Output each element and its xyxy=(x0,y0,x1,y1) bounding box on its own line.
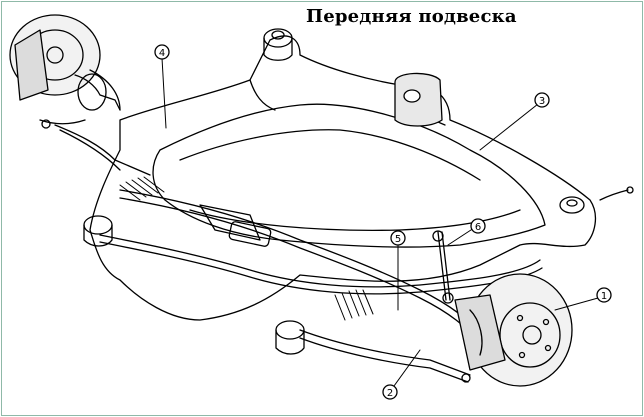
right-rear-bushing xyxy=(559,186,634,214)
callout-2-label: 2 xyxy=(387,388,393,399)
callout-6-label: 6 xyxy=(475,222,481,233)
figure-title: Передняя подвеска xyxy=(306,6,517,27)
rear-mount-bushing xyxy=(263,28,293,61)
left-front-bushings xyxy=(83,215,305,355)
callout-3-label: 3 xyxy=(539,96,545,107)
callout-1-label: 1 xyxy=(601,291,607,302)
leader-lines xyxy=(161,57,599,387)
callout-4: 4 xyxy=(154,44,170,60)
steering-rack xyxy=(119,176,481,341)
callout-2: 2 xyxy=(382,384,398,400)
left-knuckle-assembly xyxy=(9,14,121,129)
callout-6: 6 xyxy=(470,218,486,234)
stabilizer-link xyxy=(432,230,454,304)
right-lower-arm xyxy=(299,329,471,383)
callout-1: 1 xyxy=(596,287,612,303)
left-lower-arm xyxy=(54,124,151,176)
engine-mount xyxy=(394,72,443,127)
callout-4-label: 4 xyxy=(159,48,165,59)
callout-3: 3 xyxy=(534,92,550,108)
right-brake-assembly xyxy=(454,273,573,387)
callout-5-label: 5 xyxy=(395,234,401,245)
callout-5: 5 xyxy=(390,230,406,246)
stabilizer-bar xyxy=(99,234,543,295)
